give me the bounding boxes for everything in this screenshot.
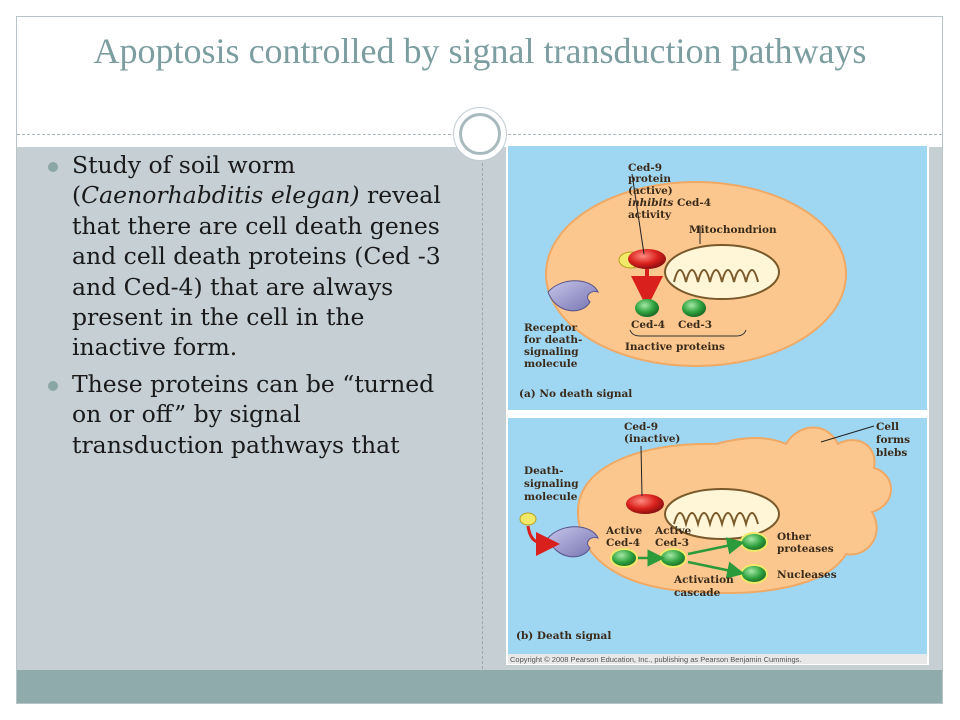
copyright-text: Copyright © 2008 Pearson Education, Inc.… <box>510 655 802 664</box>
panel-a-ced3-protein-icon <box>682 299 706 317</box>
bullet-1-species-name: Caenorhabditis elegan) <box>81 181 360 210</box>
bullet-dot-icon <box>48 162 58 172</box>
panel-b-death-label-2: signaling <box>524 478 579 490</box>
panel-a-ced4-label: Ced-4 <box>631 319 665 331</box>
panel-a-caption: (a) No death signal <box>519 388 632 400</box>
panel-a-ced9-label-2: protein <box>628 173 671 185</box>
panel-b-blebs-label-3: blebs <box>876 447 907 459</box>
panel-b-mitochondrion-icon <box>664 488 780 540</box>
panel-b-active-ced4-label-1: Active <box>605 525 642 537</box>
panel-b-active-ced3-label-2: Ced-3 <box>655 537 689 549</box>
panel-b-nuclease-icon <box>740 564 768 584</box>
panel-b-active-ced3-icon <box>659 548 687 568</box>
title-ornament-ring-icon <box>459 113 501 155</box>
panel-b-active-ced3-label-1: Active <box>654 525 691 537</box>
panel-b-receptor-icon <box>547 526 599 558</box>
panel-b-active-ced4-icon <box>610 548 638 568</box>
panel-b-blebs-pointer <box>820 425 875 443</box>
panel-b-caption: (b) Death signal <box>516 630 611 642</box>
panel-b-proteases-label-2: proteases <box>777 543 834 555</box>
panel-a-inhibits-label: inhibits Ced-4 <box>628 197 711 209</box>
panel-b-ced9-pointer <box>640 445 643 497</box>
panel-a-inhibits-rest: Ced-4 <box>677 197 711 209</box>
panel-b-blebs-label-1: Cell <box>876 421 899 433</box>
panel-b-activation-label-1: Activation <box>673 574 734 586</box>
panel-b-protease-icon <box>740 532 768 552</box>
panel-a-ced9-pointer <box>631 173 645 255</box>
apoptosis-diagram: Ced-9 protein (active) inhibits Ced-4 ac… <box>508 146 927 664</box>
panel-a-inhibits-italic: inhibits <box>628 197 673 209</box>
panel-b-ced9-label-1: Ced-9 <box>624 421 658 433</box>
panel-b-signal-arrow <box>526 525 560 556</box>
panel-a-inactive-label: Inactive proteins <box>625 341 725 353</box>
panel-b-active-ced4-label-2: Ced-4 <box>606 537 640 549</box>
panel-a-ced9-label-1: Ced-9 <box>628 162 662 174</box>
panel-a-ced9-protein-icon <box>618 249 666 269</box>
footer-bar <box>17 670 942 703</box>
bullet-list: Study of soil worm (Caenorhabditis elega… <box>48 150 448 466</box>
panel-a-receptor-label-1: Receptor <box>524 322 578 334</box>
panel-a-receptor-label-3: signaling <box>524 346 579 358</box>
column-divider <box>482 148 483 669</box>
panel-a-ced9-label-3: (active) <box>628 185 673 197</box>
bullet-1-text-start: Study of soil worm ( <box>72 151 296 210</box>
bullet-2-text: These proteins can be “turned on or off”… <box>72 369 435 459</box>
bullet-item-1: Study of soil worm (Caenorhabditis elega… <box>48 150 448 363</box>
bullet-1-text-end: reveal that there are cell death genes a… <box>72 181 441 362</box>
slide-title: Apoptosis controlled by signal transduct… <box>93 31 867 71</box>
panel-a-ced4-protein-icon <box>635 299 659 317</box>
panel-a-mitochondrion-icon <box>664 244 780 300</box>
panel-b-nucleases-label: Nucleases <box>777 569 837 581</box>
panel-a-ced3-label: Ced-3 <box>678 319 712 331</box>
panel-b-death-label-1: Death- <box>524 465 563 477</box>
panel-b-ced9-label-2: (inactive) <box>624 433 680 445</box>
panel-a-receptor-label-4: molecule <box>524 358 578 370</box>
bullet-item-2: These proteins can be “turned on or off”… <box>48 369 448 460</box>
apoptosis-figure: Ced-9 protein (active) inhibits Ced-4 ac… <box>506 144 929 665</box>
panel-b-activation-label-2: cascade <box>674 587 721 599</box>
copyright-strip <box>508 654 927 664</box>
panel-a-mitochondrion-label: Mitochondrion <box>689 224 777 236</box>
panel-a-activity-label: activity <box>628 209 672 221</box>
slide-frame <box>16 16 943 704</box>
panel-b-blebs-label-2: forms <box>876 434 910 446</box>
panel-b-cascade-arrow-3 <box>687 560 745 579</box>
panel-b-cascade-arrow-2 <box>687 537 745 556</box>
panel-b-proteases-label-1: Other <box>777 531 811 543</box>
bullet-dot-icon <box>48 380 58 391</box>
panel-b-death-molecule-icon <box>519 512 537 526</box>
panel-a-receptor-icon <box>547 280 599 312</box>
panel-a-inactive-bracket <box>629 329 747 337</box>
panel-a-receptor-label-2: for death- <box>524 334 582 346</box>
panel-b-death-label-3: molecule <box>524 491 578 503</box>
panel-b-ced9-protein-icon <box>626 494 664 514</box>
